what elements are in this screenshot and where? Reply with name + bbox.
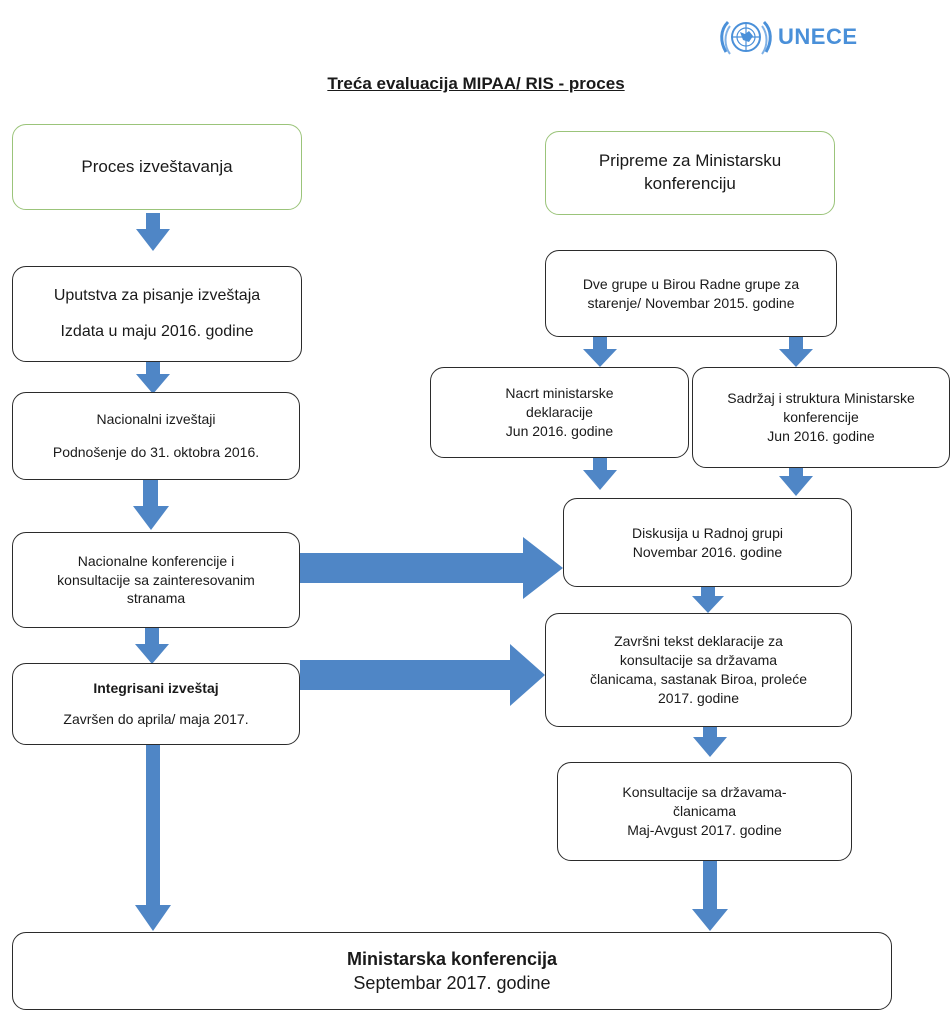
- box-national-reports: Nacionalni izveštaji Podnošenje do 31. o…: [12, 392, 300, 480]
- box-right-header-line: konferenciju: [644, 174, 736, 193]
- box-member-consultations: Konsultacije sa državama- članicama Maj-…: [557, 762, 852, 861]
- arrow-content-to-discussion: [779, 468, 813, 496]
- box-guidelines-line: Izdata u maju 2016. godine: [60, 323, 254, 340]
- arrow-integrated-report-to-ministerial: [135, 745, 171, 931]
- box-national-conferences-line: konsultacije sa zainteresovanim: [57, 571, 255, 588]
- box-left-header: Proces izveštavanja: [12, 124, 302, 210]
- arrow-discussion-to-final-text: [692, 587, 724, 613]
- box-member-consultations-line: Maj-Avgust 2017. godine: [627, 821, 782, 838]
- arrow-guidelines-to-national-reports: [136, 362, 170, 394]
- box-national-reports-line: Nacionalni izveštaji: [96, 411, 216, 428]
- box-draft-declaration-line: Jun 2016. godine: [505, 422, 614, 439]
- box-bureau-groups-line: Dve grupe u Birou Radne grupe za: [582, 275, 800, 292]
- arrow-conferences-to-discussion: [300, 537, 563, 599]
- box-national-conferences: Nacionalne konferencije i konsultacije s…: [12, 532, 300, 628]
- box-integrated-report-line: Završen do aprila/ maja 2017.: [63, 711, 249, 727]
- box-working-group-discussion: Diskusija u Radnoj grupi Novembar 2016. …: [563, 498, 852, 587]
- box-right-header-line: Pripreme za Ministarsku: [598, 151, 782, 171]
- unece-logo-text: UNECE: [778, 24, 858, 49]
- box-final-text-line: konsultacije sa državama: [619, 652, 778, 669]
- box-content-structure-line: Sadržaj i struktura Ministarske: [727, 390, 915, 407]
- box-draft-declaration-line: deklaracije: [526, 404, 593, 421]
- arrow-national-reports-to-conferences: [133, 480, 169, 530]
- arrow-bureau-to-content: [779, 337, 813, 367]
- box-guidelines: Uputstva za pisanje izveštaja Izdata u m…: [12, 266, 302, 362]
- arrow-final-text-to-consultations: [693, 727, 727, 757]
- box-bureau-groups: Dve grupe u Birou Radne grupe za starenj…: [545, 250, 837, 337]
- un-emblem-icon: [720, 20, 772, 55]
- box-content-structure-line: konferencije: [783, 409, 859, 426]
- box-member-consultations-line: Konsultacije sa državama-: [622, 784, 787, 801]
- box-content-structure-line: Jun 2016. godine: [767, 427, 875, 444]
- box-final-text-line: 2017. godine: [658, 689, 739, 706]
- diagram-title: Treća evaluacija MIPAA/ RIS - proces: [327, 74, 625, 93]
- box-national-conferences-line: stranama: [126, 590, 186, 607]
- unece-logo: UNECE: [718, 16, 858, 58]
- arrow-left-header-to-guidelines: [136, 213, 170, 251]
- box-final-text-line: Završni tekst deklaracije za: [614, 633, 783, 650]
- box-draft-declaration: Nacrt ministarske deklaracije Jun 2016. …: [430, 367, 689, 458]
- box-ministerial-conference: Ministarska konferencija Septembar 2017.…: [12, 932, 892, 1010]
- box-ministerial-conference-line: Septembar 2017. godine: [353, 973, 551, 993]
- arrow-integrated-report-to-final-text: [300, 644, 545, 706]
- box-right-header: Pripreme za Ministarsku konferenciju: [545, 131, 835, 215]
- box-integrated-report-line: Integrisani izveštaj: [93, 680, 219, 697]
- box-content-structure: Sadržaj i struktura Ministarske konferen…: [692, 367, 950, 468]
- box-national-conferences-line: Nacionalne konferencije i: [77, 552, 235, 569]
- box-working-group-discussion-line: Novembar 2016. godine: [632, 543, 783, 560]
- arrow-bureau-to-draft: [583, 337, 617, 367]
- box-final-text: Završni tekst deklaracije za konsultacij…: [545, 613, 852, 727]
- box-guidelines-line: Uputstva za pisanje izveštaja: [53, 287, 261, 305]
- arrow-draft-to-discussion: [583, 458, 617, 490]
- arrow-consultations-to-ministerial: [692, 861, 728, 931]
- box-left-header-line: Proces izveštavanja: [81, 156, 233, 176]
- box-bureau-groups-line: starenje/ Novembar 2015. godine: [587, 294, 795, 311]
- box-member-consultations-line: članicama: [672, 803, 737, 820]
- box-ministerial-conference-line: Ministarska konferencija: [346, 948, 558, 969]
- arrow-conferences-to-integrated-report: [135, 628, 169, 664]
- box-final-text-line: članicama, sastanak Biroa, proleće: [589, 671, 808, 687]
- box-integrated-report: Integrisani izveštaj Završen do aprila/ …: [12, 663, 300, 745]
- box-national-reports-line: Podnošenje do 31. oktobra 2016.: [52, 444, 260, 460]
- box-working-group-discussion-line: Diskusija u Radnoj grupi: [632, 524, 783, 541]
- box-draft-declaration-line: Nacrt ministarske: [505, 385, 614, 402]
